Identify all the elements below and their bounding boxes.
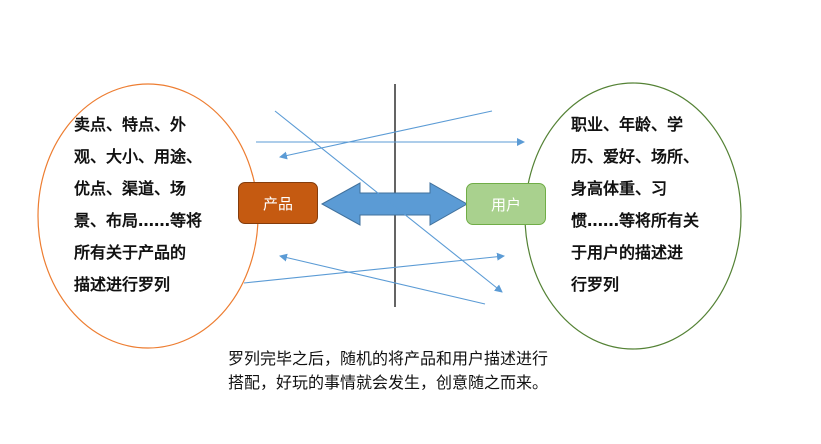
text-line: 身高体重、习 <box>571 179 668 198</box>
connector-line <box>274 110 503 293</box>
text-line: 卖点、特点、外 <box>74 115 187 134</box>
text-line: 职业、年龄、学 <box>571 115 684 134</box>
connector-line <box>279 110 493 160</box>
connector-line <box>243 252 505 284</box>
text-line: 描述进行罗列 <box>74 275 171 294</box>
caption-line: 罗列完毕之后，随机的将产品和用户描述进行 <box>228 349 549 368</box>
product-description-text: 卖点、特点、外 观、大小、用途、 优点、渠道、场 景、布局……等将 所有关于产品… <box>74 109 224 301</box>
text-line: 行罗列 <box>571 275 620 294</box>
caption-text: 罗列完毕之后，随机的将产品和用户描述进行 搭配，好玩的事情就会发生，创意随之而来… <box>228 347 608 395</box>
caption-line: 搭配，好玩的事情就会发生，创意随之而来。 <box>228 373 549 392</box>
text-line: 观、大小、用途、 <box>74 147 203 166</box>
user-box: 用户 <box>466 183 546 225</box>
user-description-text: 职业、年龄、学 历、爱好、场所、 身高体重、习 惯……等将所有关 于用户的描述进… <box>571 109 716 301</box>
text-line: 所有关于产品的 <box>74 243 187 262</box>
text-line: 历、爱好、场所、 <box>571 147 700 166</box>
connector-line <box>279 253 486 305</box>
user-label: 用户 <box>490 195 521 214</box>
connector-lines <box>243 110 525 305</box>
text-line: 于用户的描述进 <box>571 243 684 262</box>
product-label: 产品 <box>262 194 293 213</box>
text-line: 惯……等将所有关 <box>571 211 700 230</box>
text-line: 优点、渠道、场 <box>74 179 187 198</box>
product-box: 产品 <box>238 182 318 224</box>
text-line: 景、布局……等将 <box>74 211 203 230</box>
